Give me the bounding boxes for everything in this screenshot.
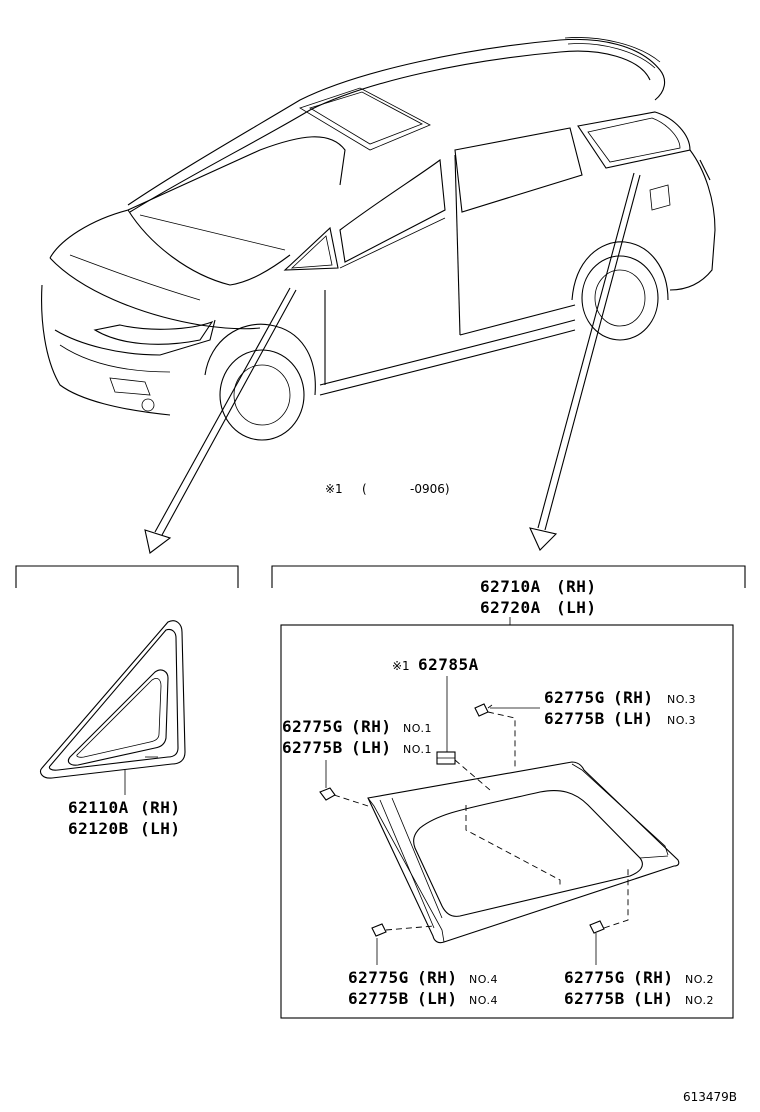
part-tag-no3: NO.3 <box>667 714 696 727</box>
detail-box <box>280 624 734 1019</box>
vehicle-illustration <box>41 37 716 441</box>
clip-no1 <box>319 787 336 801</box>
part-number-62775b-no2: 62775B <box>564 989 625 1008</box>
figure-id: 613479B <box>683 1090 737 1104</box>
section-bracket-left <box>15 565 239 588</box>
section-bracket-right <box>271 565 746 588</box>
footnote-range: -0906) <box>410 482 450 496</box>
part-number-62775g-no2: 62775G <box>564 968 625 987</box>
pointer-arrow-front-window <box>144 287 297 554</box>
assembly-lines <box>333 711 629 931</box>
part-number-62110a: 62110A <box>68 798 129 817</box>
part-number-62775b-no1: 62775B <box>282 738 343 757</box>
part-side-lh-no4: (LH) <box>417 989 458 1008</box>
part-number-62710a: 62710A <box>480 577 541 596</box>
clip-no2 <box>589 920 605 934</box>
part-number-62775b-no4: 62775B <box>348 989 409 1008</box>
part-side-lh-no1: (LH) <box>351 738 392 757</box>
spacer-62785a <box>436 751 456 765</box>
part-number-62120b: 62120B <box>68 819 129 838</box>
part-side-rh: (RH) <box>140 798 181 817</box>
part-tag-no3: NO.3 <box>667 693 696 706</box>
part-tag-no2: NO.2 <box>685 973 714 986</box>
rear-quarter-glass <box>367 761 680 944</box>
part-tag-no4: NO.4 <box>469 994 498 1007</box>
footnote-open: ( <box>362 482 367 496</box>
part-side-rh-no4: (RH) <box>417 968 458 987</box>
part-side-lh: (LH) <box>140 819 181 838</box>
center-footnote-mark: ※1 <box>392 659 410 673</box>
part-side-lh: (LH) <box>556 598 597 617</box>
part-tag-no1: NO.1 <box>403 722 432 735</box>
part-number-62785a: 62785A <box>418 655 479 674</box>
part-side-lh-no2: (LH) <box>633 989 674 1008</box>
part-side-lh-no3: (LH) <box>613 709 654 728</box>
part-side-rh: (RH) <box>556 577 597 596</box>
footnote-mark: ※1 <box>325 482 343 496</box>
part-number-62775g-no4: 62775G <box>348 968 409 987</box>
part-side-rh-no3: (RH) <box>613 688 654 707</box>
clip-no3 <box>474 703 493 717</box>
part-side-rh-no2: (RH) <box>633 968 674 987</box>
part-tag-no4: NO.4 <box>469 973 498 986</box>
part-number-62720a: 62720A <box>480 598 541 617</box>
part-tag-no1: NO.1 <box>403 743 432 756</box>
part-number-62775g-no3: 62775G <box>544 688 605 707</box>
part-number-62775g-no1: 62775G <box>282 717 343 736</box>
front-quarter-glass <box>39 620 186 795</box>
part-side-rh-no1: (RH) <box>351 717 392 736</box>
part-tag-no2: NO.2 <box>685 994 714 1007</box>
clip-no4 <box>371 923 387 937</box>
part-number-62775b-no3: 62775B <box>544 709 605 728</box>
leader-lines <box>325 676 597 965</box>
pointer-arrow-rear-window <box>529 172 641 551</box>
